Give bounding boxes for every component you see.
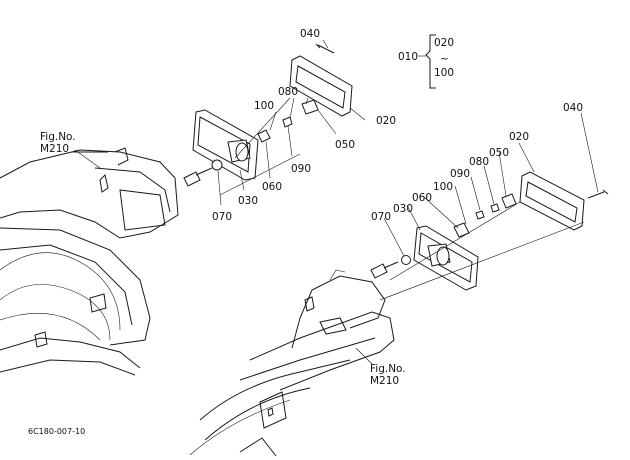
label-020-range-start: 020 xyxy=(434,37,454,49)
frame-right xyxy=(189,269,395,457)
label-090-left: 090 xyxy=(291,163,311,175)
drawing-code: 6C180-007-10 xyxy=(28,427,85,436)
label-070-left: 070 xyxy=(212,211,232,223)
label-100-right: 100 xyxy=(433,181,453,193)
label-020-right: 020 xyxy=(509,131,529,143)
label-060-left: 060 xyxy=(262,181,282,193)
range-mark: ~ xyxy=(440,53,449,65)
label-010: 010 xyxy=(398,51,418,63)
label-050-left: 050 xyxy=(335,139,355,151)
label-050-right: 050 xyxy=(489,147,509,159)
label-040-left: 040 xyxy=(300,28,320,40)
legend-bracket xyxy=(418,34,436,89)
leader-lines-left xyxy=(74,39,366,206)
label-020-left: 020 xyxy=(376,115,396,127)
fig-ref-label-right: Fig.No. xyxy=(370,363,406,375)
lamp-assembly-right xyxy=(370,171,609,291)
label-100-left: 100 xyxy=(254,100,274,112)
frame-left xyxy=(0,147,179,376)
leader-lines-right xyxy=(355,112,599,365)
label-100-range-end: 100 xyxy=(434,67,454,79)
label-040-right: 040 xyxy=(563,102,583,114)
label-030-right: 030 xyxy=(393,203,413,215)
label-060-right: 060 xyxy=(412,192,432,204)
label-090-right: 090 xyxy=(450,168,470,180)
label-080-left: 080 xyxy=(278,86,298,98)
fig-ref-number-right: M210 xyxy=(370,375,399,387)
fig-ref-number-left: M210 xyxy=(40,143,69,155)
lamp-assembly-left xyxy=(72,43,353,187)
label-080-right: 080 xyxy=(469,156,489,168)
label-070-right: 070 xyxy=(371,211,391,223)
fig-ref-label-left: Fig.No. xyxy=(40,131,76,143)
label-030-left: 030 xyxy=(238,195,258,207)
